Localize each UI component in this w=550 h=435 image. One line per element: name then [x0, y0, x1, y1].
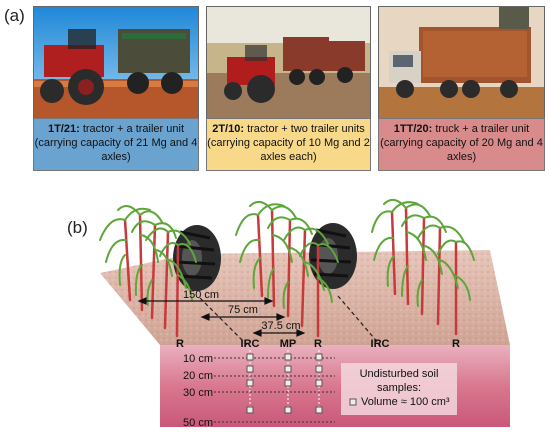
label-75cm: 75 cm	[228, 304, 258, 316]
desc-1tt20: truck + a trailer unit (carrying capacit…	[380, 123, 543, 163]
tire-left-icon	[173, 225, 221, 291]
photo-tractor-trailer-image	[34, 7, 198, 118]
legend-line-3: Volume ≈ 100 cm³	[361, 396, 450, 408]
caption-1t21: 1T/21: tractor + a trailer unit (carryin…	[33, 118, 199, 171]
legend-line-1: Undisturbed soil	[360, 368, 439, 380]
depth-30cm: 30 cm	[183, 387, 213, 399]
panel-b-label: (b)	[67, 218, 88, 237]
sample-markers	[246, 353, 323, 414]
depth-50cm: 50 cm	[183, 417, 213, 429]
caption-2t10: 2T/10: tractor + two trailer units (carr…	[206, 118, 371, 171]
dimension-37-5cm	[252, 329, 306, 337]
code-1tt20: 1TT/20:	[393, 123, 433, 135]
position-irc-left: IRC	[241, 338, 260, 350]
depth-10cm: 10 cm	[183, 353, 213, 365]
desc-2t10: tractor + two trailer units (carrying ca…	[207, 123, 370, 163]
legend-box	[341, 363, 457, 415]
position-irc-right: IRC	[371, 338, 390, 350]
dimension-75cm	[200, 313, 286, 321]
position-r-right: R	[452, 338, 460, 350]
code-1t21: 1T/21:	[47, 123, 80, 135]
depth-20cm: 20 cm	[183, 370, 213, 382]
cane-row-middle-icon	[235, 200, 339, 338]
depth-lines	[214, 357, 335, 423]
label-37-5cm: 37.5 cm	[261, 320, 300, 332]
dimension-150cm	[137, 297, 274, 305]
photo-tractor-two-trailers-image	[207, 7, 370, 118]
photo-tractor-trailer	[33, 6, 199, 119]
legend-line-2: samples:	[377, 382, 421, 394]
caption-1tt20: 1TT/20: truck + a trailer unit (carrying…	[378, 118, 545, 171]
photo-truck-trailer	[378, 6, 545, 119]
label-150cm: 150 cm	[183, 289, 219, 301]
wheel-track-right	[337, 295, 381, 346]
position-r-left: R	[176, 338, 184, 350]
legend-sample-icon	[349, 398, 357, 406]
position-mp: MP	[280, 338, 297, 350]
photo-tractor-two-trailers	[206, 6, 371, 119]
panel-a-label: (a)	[4, 6, 25, 25]
cane-row-right-icon	[371, 198, 475, 336]
cane-row-left-icon	[99, 205, 197, 338]
photo-truck-trailer-image	[379, 7, 544, 118]
code-2t10: 2T/10:	[212, 123, 245, 135]
position-r-mid: R	[314, 338, 322, 350]
tire-right-icon	[309, 223, 357, 289]
desc-1t21: tractor + a trailer unit (carrying capac…	[34, 123, 198, 163]
